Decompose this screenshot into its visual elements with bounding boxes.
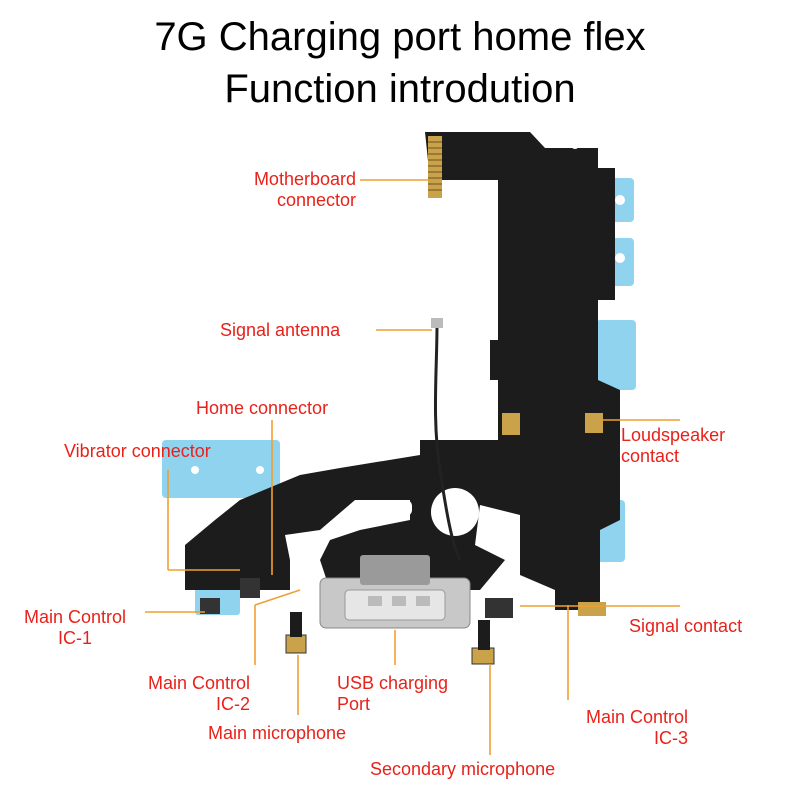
- signal-contact-pad: [578, 602, 606, 616]
- label-motherboard-connector: Motherboard connector: [210, 169, 356, 211]
- label-ic1-line1: Main Control: [23, 607, 127, 627]
- label-loudspeaker-line1: Loudspeaker: [621, 425, 726, 445]
- label-usb-line1: USB charging: [337, 673, 449, 693]
- label-ic2-line2: IC-2: [215, 694, 250, 714]
- label-home-connector: Home connector: [196, 398, 329, 418]
- main-microphone-part: [285, 634, 307, 654]
- label-vibrator-connector: Vibrator connector: [64, 441, 211, 461]
- label-signal-antenna: Signal antenna: [220, 320, 341, 340]
- label-usb-line2: Port: [337, 694, 371, 714]
- leader-lines: [145, 179, 680, 755]
- label-ic2-line1: Main Control: [147, 673, 250, 693]
- antenna-wire: [433, 324, 462, 561]
- label-motherboard-line1: Motherboard: [253, 169, 356, 189]
- label-main-control-ic3: Main Control IC-3: [548, 707, 688, 749]
- flex-body: [185, 132, 620, 610]
- label-loudspeaker-line2: contact: [621, 446, 680, 466]
- label-main-control-ic1: Main Control IC-1: [10, 607, 140, 649]
- label-motherboard-line2: connector: [276, 190, 356, 210]
- label-usb-charging-port: USB charging Port: [337, 673, 448, 715]
- label-ic3-line2: IC-3: [653, 728, 688, 748]
- usb-port: [319, 555, 471, 629]
- label-secondary-microphone: Secondary microphone: [370, 759, 556, 779]
- label-ic1-line2: IC-1: [57, 628, 92, 648]
- label-main-control-ic2: Main Control IC-2: [110, 673, 250, 715]
- label-signal-contact: Signal contact: [629, 616, 743, 636]
- label-main-microphone: Main microphone: [208, 723, 347, 743]
- secondary-microphone-part: [471, 647, 495, 665]
- motherboard-connector-pins: [428, 136, 442, 198]
- diagram-title-line1: 7G Charging port home flex: [154, 15, 646, 59]
- diagram-title-line2: Function introdution: [224, 67, 576, 111]
- label-loudspeaker-contact: Loudspeaker contact: [621, 425, 725, 467]
- loudspeaker-contact-pad: [502, 413, 520, 435]
- label-ic3-line1: Main Control: [585, 707, 688, 727]
